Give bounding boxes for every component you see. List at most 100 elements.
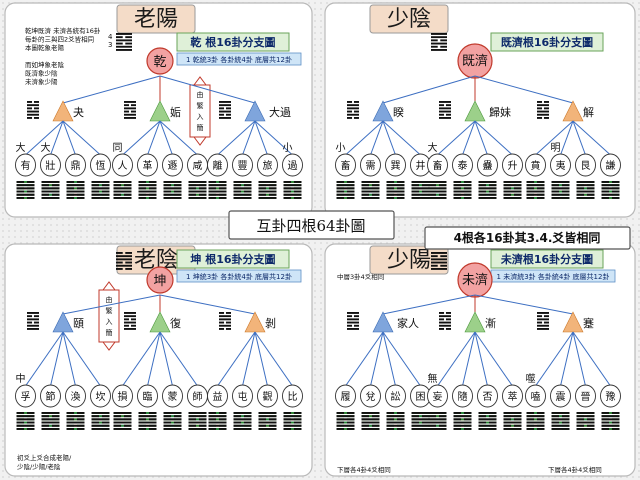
hexagram-icon [551,181,570,199]
leaf-label-top: 明 [551,142,561,154]
root-label: 乾 [153,55,166,70]
leaf-label: 兌 [366,391,376,403]
hexagram-icon [537,101,549,119]
hexagram-icon [208,412,227,430]
leaf-label: 晉 [581,391,591,403]
leaf-label: 困 [416,391,426,403]
leaf-node [502,384,523,408]
connector-line [474,294,574,315]
hexagram-icon [478,181,497,199]
leaf-node [452,384,473,408]
leaf-connector [50,120,64,156]
leaf-connector [370,331,384,387]
leaf-connector [535,120,574,156]
header-box [176,249,290,269]
leaf-connector [159,331,198,387]
leaf-node [15,384,36,408]
leaf-label-top: 中 [16,372,26,385]
leaf-label: 渙 [71,391,81,403]
arrow-down-icon [102,341,116,351]
branch-label: 睽 [393,106,404,119]
leaf-connector [345,331,384,387]
sub-header-label: 1 未濟統3卦 各卦統4卦 底層共12卦 [497,272,610,281]
right-title: 4根各16卦其3.4.爻皆相同 [454,230,601,245]
branch-label: 蹇 [583,316,594,330]
quadrant-title-box [116,4,196,34]
leaf-label: 嗑 [531,391,541,403]
leaf-label: 萃 [508,391,518,403]
leaf-node [385,153,406,177]
leaf-label: 否 [483,391,493,403]
connector-line [62,294,161,315]
leaf-label: 妄 [433,390,443,403]
hexagram-icon [16,181,35,199]
connector-line [159,75,256,104]
note-text: 初爻上爻合成老陽/ [17,453,72,462]
note-text: 少陰/少陽/老陰 [17,462,61,471]
leaf-label: 革 [143,159,153,172]
hexagram-icon [41,412,60,430]
leaf-label-top: 噬 [526,372,536,385]
hexagram-icon [576,181,595,199]
leaf-connector [242,120,256,156]
leaf-label: 震 [556,391,566,403]
leaf-connector [370,120,384,156]
center-title-box [228,210,395,240]
hexagram-icon [116,33,132,51]
leaf-node [257,384,278,408]
leaf-connector [122,331,161,387]
leaf-node [385,384,406,408]
leaf-node [65,153,86,177]
leaf-label-top: 大 [428,141,438,154]
quadrant-title: 少陰 [387,7,431,32]
leaf-connector [474,331,513,387]
branch-label: 解 [583,105,594,119]
right-title-box [424,226,631,250]
arrow-char: 入 [197,113,204,121]
hexagram-icon [601,181,620,199]
hexagram-icon [188,412,207,430]
hexagram-icon [27,312,39,330]
header-label: 坤 根16卦分支圖 [190,252,275,266]
leaf-node [452,153,473,177]
leaf-connector [560,120,574,156]
hexagram-icon [386,181,405,199]
leaf-label: 需 [366,160,376,172]
leaf-label-top: 同 [113,142,123,154]
hexagram-icon [124,101,136,119]
leaf-connector [254,331,293,387]
leaf-node [40,153,61,177]
hexagram-icon [66,412,85,430]
leaf-label: 壯 [46,159,56,172]
leaf-node [575,384,596,408]
hexagram-icon [219,312,231,330]
connector-line [382,294,476,315]
leaf-node [525,153,546,177]
leaf-node [207,384,228,408]
leaf-connector [147,120,161,156]
leaf-node [207,153,228,177]
connector-line [382,75,476,104]
header-box [490,32,604,52]
leaf-node [90,384,111,408]
leaf-label: 隨 [458,390,468,403]
branch-label: 夬 [73,106,84,119]
leaf-label: 遯 [168,160,178,172]
leaf-label: 履 [341,391,351,403]
hexagram-icon [361,412,380,430]
leaf-label: 豫 [606,390,616,403]
quadrant-title-box [369,245,449,275]
leaf-node [232,384,253,408]
leaf-node [550,384,571,408]
leaf-connector [437,120,476,156]
root-label: 坤 [153,274,166,289]
hexagram-icon [439,312,451,330]
branch-label: 漸 [485,317,496,330]
leaf-node [112,384,133,408]
leaf-label: 觀 [263,391,273,403]
leaf-connector [62,120,76,156]
center-title: 互卦四根64卦圖 [256,217,365,235]
leaf-node [137,153,158,177]
hexagram-icon [124,312,136,330]
